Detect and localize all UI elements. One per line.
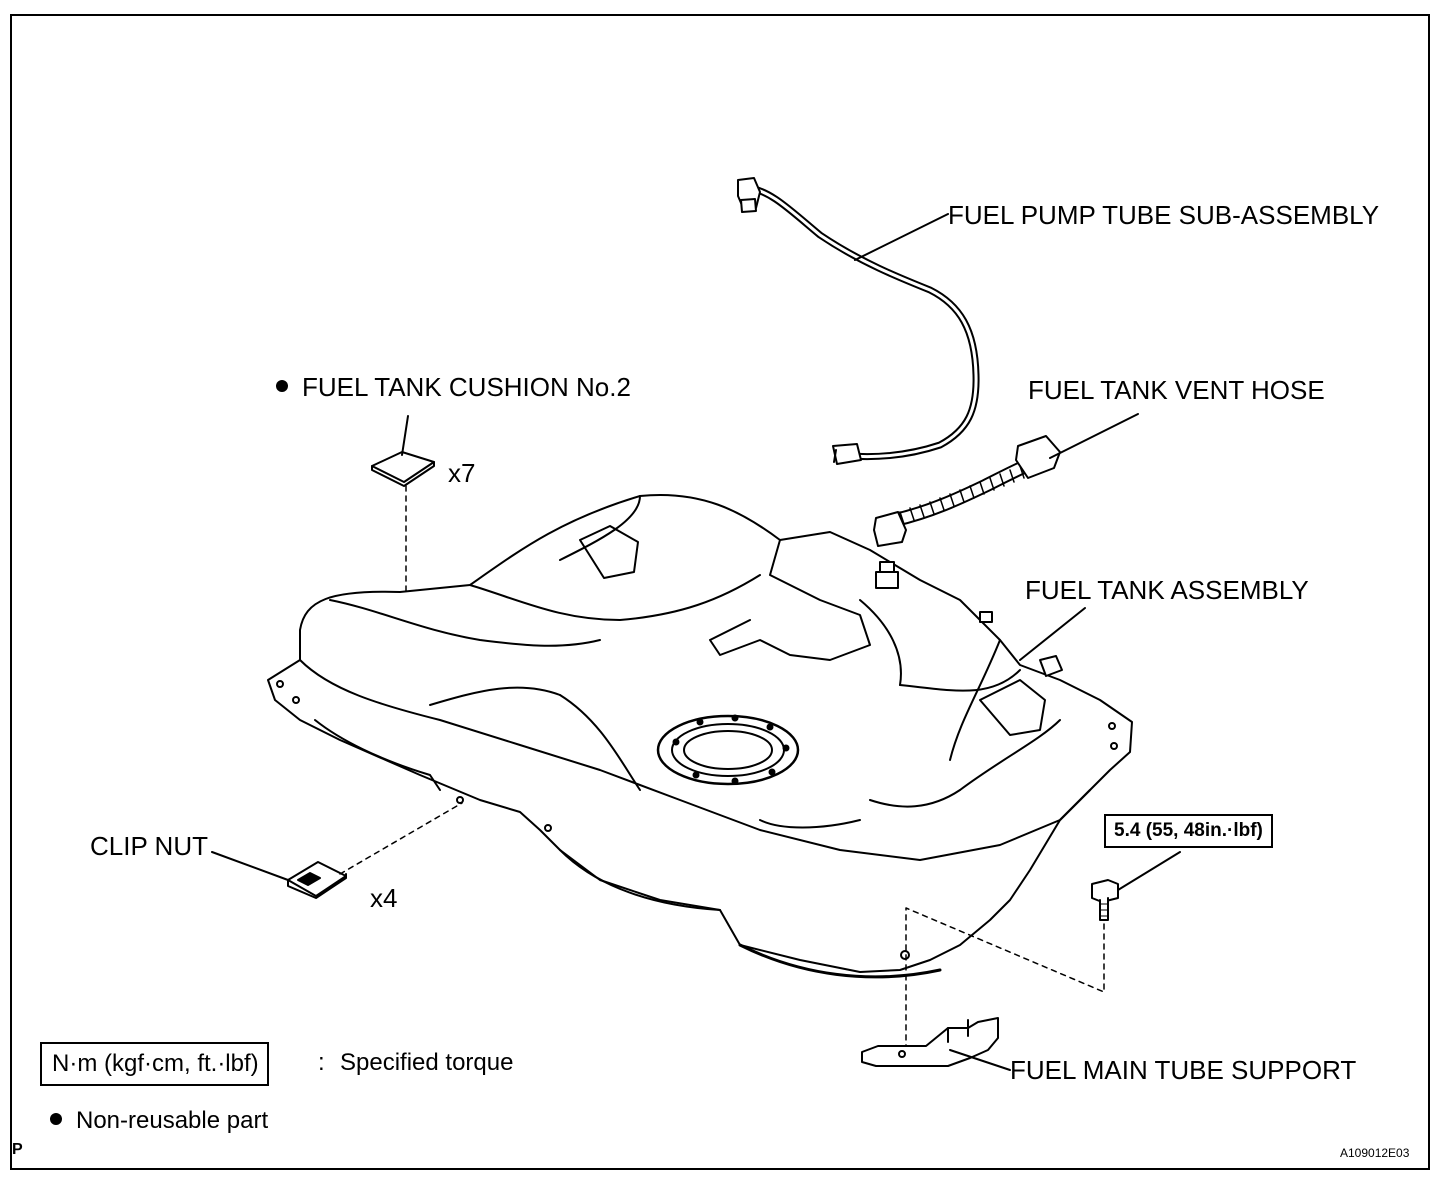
bolt-dash <box>905 907 1105 1049</box>
label-fuel-tank-cushion: FUEL TANK CUSHION No.2 <box>276 374 631 400</box>
legend-torque-unit-box: N·m (kgf·cm, ft.·lbf) <box>40 1042 269 1086</box>
bolt <box>1091 879 1119 921</box>
clip-nut <box>287 861 347 899</box>
vent-hose-leader <box>1049 413 1139 459</box>
label-fuel-pump-tube: FUEL PUMP TUBE SUB-ASSEMBLY <box>948 200 1380 230</box>
label-fuel-main-tube-support: FUEL MAIN TUBE SUPPORT <box>1010 1055 1357 1085</box>
label-clip-nut: CLIP NUT <box>90 831 208 861</box>
tank-assembly-leader <box>1019 607 1086 661</box>
legend-non-reusable-text: Non-reusable part <box>76 1107 269 1134</box>
legend-non-reusable: Non-reusable part <box>50 1109 268 1133</box>
bolt-leader <box>1117 851 1181 891</box>
clip-nut-leader <box>211 851 289 881</box>
fuel-tank-assembly <box>267 494 1133 979</box>
torque-spec-box: 5.4 (55, 48in.·lbf) <box>1104 814 1273 848</box>
pump-tube-leader <box>854 213 949 261</box>
tube-support-leader <box>949 1049 1011 1071</box>
clip-nut-dash <box>339 802 463 875</box>
non-reusable-legend-bullet-icon <box>50 1112 62 1125</box>
fuel-tank-cushion <box>371 451 435 487</box>
fuel-tank-vent-hose <box>873 435 1061 547</box>
label-cushion-quantity: x7 <box>448 458 476 488</box>
label-fuel-tank-assembly: FUEL TANK ASSEMBLY <box>1025 575 1309 605</box>
non-reusable-bullet-icon <box>276 380 288 393</box>
label-fuel-tank-vent-hose: FUEL TANK VENT HOSE <box>1028 375 1325 405</box>
cushion-leader <box>401 415 409 456</box>
fuel-pump-tube <box>737 177 980 465</box>
legend-separator: : <box>318 1049 325 1076</box>
diagram-frame <box>10 14 1430 1170</box>
label-clip-nut-quantity: x4 <box>370 883 398 913</box>
label-fuel-tank-cushion-text: FUEL TANK CUSHION No.2 <box>302 372 631 402</box>
corner-left-code: P <box>12 1141 23 1158</box>
legend-torque-description: Specified torque <box>340 1049 514 1076</box>
figure-id: A109012E03 <box>1340 1146 1410 1160</box>
